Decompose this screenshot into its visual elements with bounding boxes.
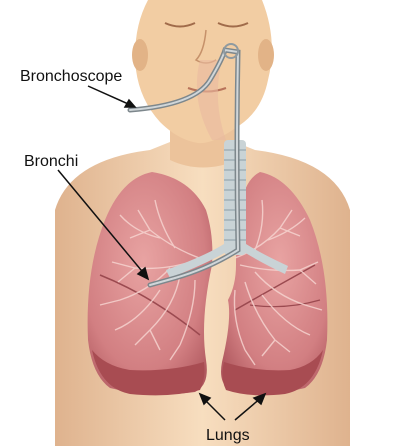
bronchi-label: Bronchi (24, 153, 78, 170)
lungs-label: Lungs (206, 427, 250, 444)
left-ear (132, 39, 148, 71)
bronchoscope-arrowhead (125, 100, 135, 107)
bronchoscope-label: Bronchoscope (20, 68, 122, 85)
right-ear (258, 39, 274, 71)
